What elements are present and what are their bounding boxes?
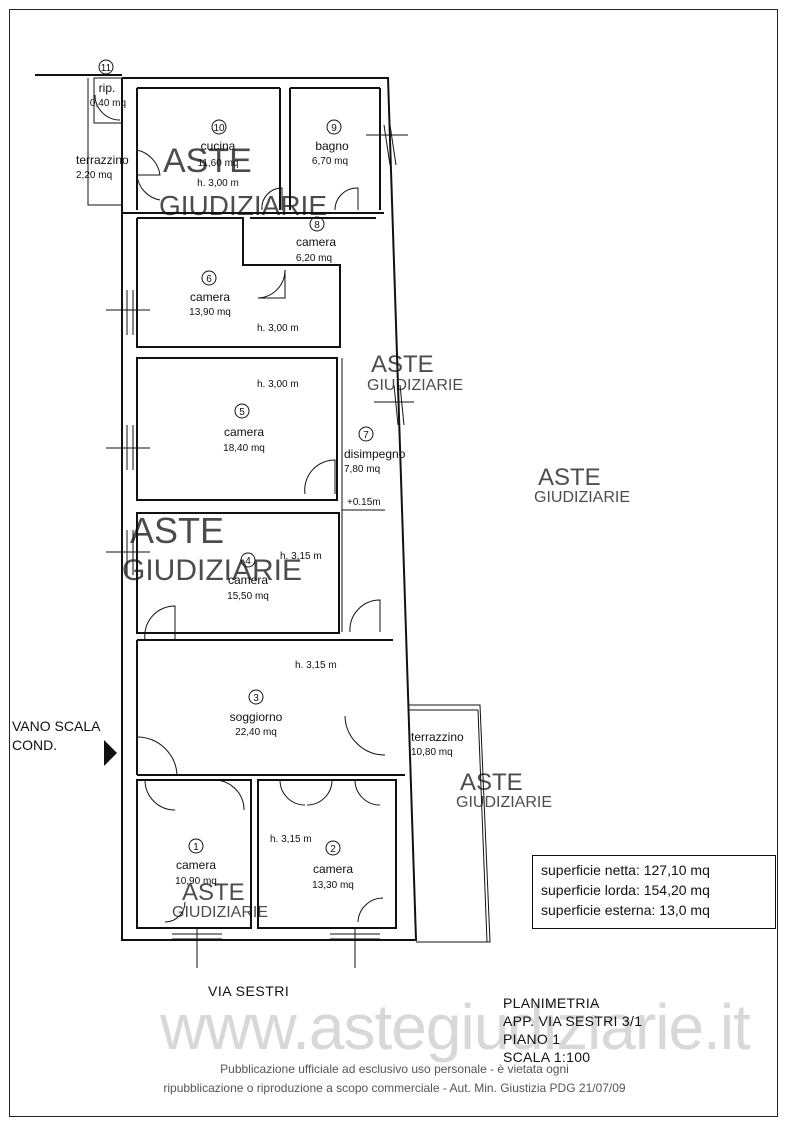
stairwell-label: VANO SCALA COND. bbox=[12, 717, 100, 755]
room-4-name: camera bbox=[228, 573, 268, 587]
giudiziarie-watermark-4: GIUDIZIARIE bbox=[122, 554, 302, 587]
room-11-number: 11 bbox=[101, 63, 112, 74]
aste-watermark-6: ASTE bbox=[182, 879, 245, 906]
giudiziarie-watermark-3: GIUDIZIARIE bbox=[534, 489, 630, 506]
giudiziarie-watermark-6: GIUDIZIARIE bbox=[172, 904, 268, 921]
room-10-area: 11,60 mq bbox=[198, 158, 239, 169]
room-1-number: 1 bbox=[193, 842, 199, 853]
stairwell-line-2: COND. bbox=[12, 737, 58, 753]
room-2-area: 13,30 mq bbox=[312, 880, 354, 891]
street-name: VIA SESTRI bbox=[208, 983, 290, 999]
drawing-frame bbox=[9, 9, 778, 1117]
surface-net: superficie netta: 127,10 mq bbox=[541, 862, 710, 878]
title-line-1: PLANIMETRIA bbox=[503, 995, 600, 1011]
room-7-area: 7,80 mq bbox=[344, 464, 380, 475]
room-9-name: bagno bbox=[315, 139, 349, 153]
room-1-name: camera bbox=[176, 858, 216, 872]
room-9-area: 6,70 mq bbox=[312, 156, 348, 167]
room-6-number: 6 bbox=[206, 274, 212, 285]
room-9-number: 9 bbox=[331, 123, 337, 134]
giudiziarie-watermark-1: GIUDIZIARIE bbox=[159, 190, 327, 221]
room-2-name: camera bbox=[313, 862, 353, 876]
footer-line-2: ripubblicazione o riproduzione a scopo c… bbox=[163, 1081, 626, 1095]
aste-watermark-1: ASTE bbox=[163, 142, 252, 180]
room-11-area: 0,40 mq bbox=[90, 98, 126, 109]
room-7-name: disimpegno bbox=[344, 447, 406, 461]
room-6-name: camera bbox=[190, 290, 230, 304]
room-7-level: +0.15m bbox=[347, 497, 381, 508]
room-4-height: h. 3,15 m bbox=[280, 551, 322, 562]
room-10-number: 10 bbox=[213, 123, 225, 134]
surface-gross: superficie lorda: 154,20 mq bbox=[541, 882, 710, 898]
room-2-height: h. 3,15 m bbox=[270, 834, 312, 845]
room-3-name: soggiorno bbox=[230, 710, 283, 724]
giudiziarie-watermark-5: GIUDIZIARIE bbox=[456, 794, 552, 811]
room-3-area: 22,40 mq bbox=[235, 727, 277, 738]
aste-watermark-4: ASTE bbox=[130, 510, 224, 551]
room-5-name: camera bbox=[224, 425, 264, 439]
room-labels: rip. 0,40 mq terrazzino 2,20 mq cucina 1… bbox=[76, 81, 464, 891]
room-8-name: camera bbox=[296, 235, 336, 249]
aste-watermark-2: ASTE bbox=[371, 351, 434, 378]
website-watermark: www.astegiudiziarie.it bbox=[160, 991, 751, 1063]
title-block: PLANIMETRIA APP. VIA SESTRI 3/1 PIANO 1 … bbox=[503, 994, 642, 1066]
room-5-number: 5 bbox=[239, 407, 245, 418]
surface-summary-box: superficie netta: 127,10 mq superficie l… bbox=[532, 855, 776, 929]
terrace-small-area: 2,20 mq bbox=[76, 170, 112, 181]
room-8-number: 8 bbox=[314, 220, 320, 231]
title-line-3: PIANO 1 bbox=[503, 1031, 561, 1047]
title-line-2: APP. VIA SESTRI 3/1 bbox=[503, 1013, 643, 1029]
aste-watermark-5: ASTE bbox=[460, 769, 523, 796]
room-7-number: 7 bbox=[363, 430, 369, 441]
room-6-area: 13,90 mq bbox=[189, 307, 231, 318]
room-10-name: cucina bbox=[201, 139, 236, 153]
stairwell-line-1: VANO SCALA bbox=[12, 718, 101, 734]
terrace-large-name: terrazzino bbox=[411, 730, 464, 744]
room-8-area: 6,20 mq bbox=[296, 253, 332, 264]
room-4-area: 15,50 mq bbox=[227, 591, 269, 602]
room-11-name: rip. bbox=[99, 81, 116, 95]
room-1-area: 10,90 mq bbox=[175, 876, 217, 887]
room-3-number: 3 bbox=[253, 693, 259, 704]
room-10-height: h. 3,00 m bbox=[197, 178, 239, 189]
room-4-number: 4 bbox=[245, 556, 251, 567]
terrace-small-name: terrazzino bbox=[76, 153, 129, 167]
surface-external: superficie esterna: 13,0 mq bbox=[541, 902, 710, 918]
room-5-area: 18,40 mq bbox=[223, 443, 265, 454]
terrace-large-area: 10,80 mq bbox=[411, 747, 453, 758]
entrance-arrow-icon bbox=[104, 740, 117, 766]
room-3-height: h. 3,15 m bbox=[295, 660, 337, 671]
giudiziarie-watermark-2: GIUDIZIARIE bbox=[367, 377, 463, 394]
aste-watermark-3: ASTE bbox=[538, 464, 601, 491]
title-line-4: SCALA 1:100 bbox=[503, 1049, 591, 1065]
room-2-number: 2 bbox=[330, 844, 336, 855]
room-6-height: h. 3,00 m bbox=[257, 323, 299, 334]
room-5-height: h. 3,00 m bbox=[257, 379, 299, 390]
footer-line-1: Pubblicazione ufficiale ad esclusivo uso… bbox=[220, 1062, 569, 1076]
room-numbers: 11 10 9 8 6 5 7 4 3 1 2 bbox=[98, 59, 374, 856]
